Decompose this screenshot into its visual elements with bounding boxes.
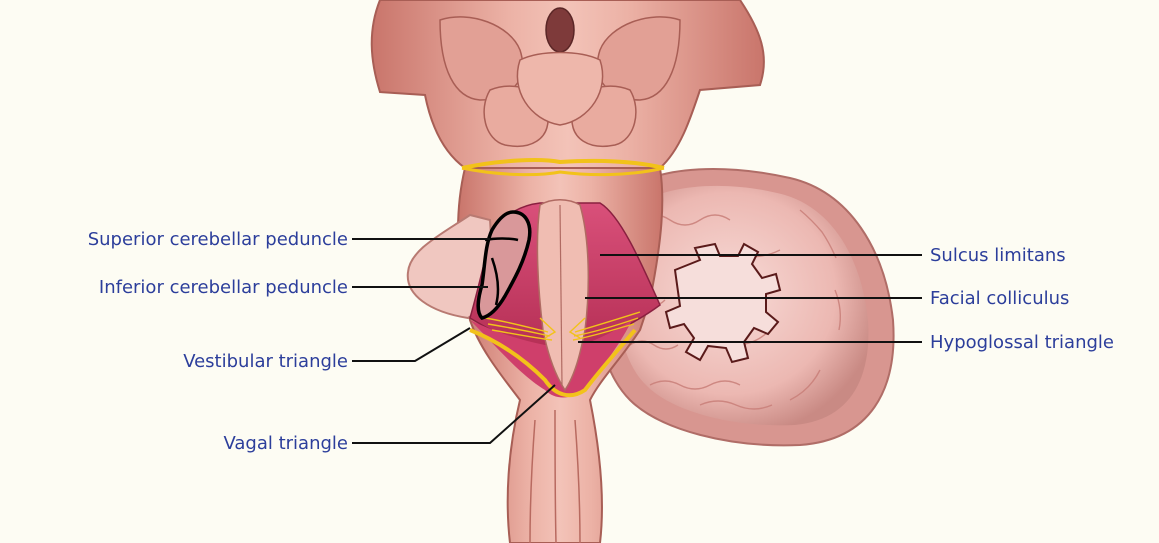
label-facial-colliculus: Facial colliculus [930,288,1069,309]
label-sulcus-limitans: Sulcus limitans [930,245,1066,266]
leader-vestibular-triangle [352,328,470,361]
label-hypoglossal-triangle: Hypoglossal triangle [930,332,1114,353]
aqueduct [546,8,574,52]
label-vagal-triangle: Vagal triangle [223,433,348,454]
label-inferior-cerebellar-peduncle: Inferior cerebellar peduncle [99,277,348,298]
label-superior-cerebellar-peduncle: Superior cerebellar peduncle [88,229,348,250]
label-vestibular-triangle: Vestibular triangle [183,351,348,372]
